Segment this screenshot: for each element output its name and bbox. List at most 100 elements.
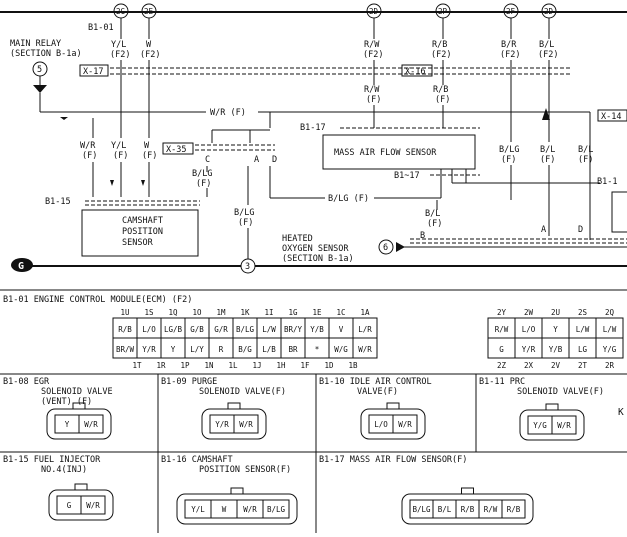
svg-text:OXYGEN SENSOR: OXYGEN SENSOR	[282, 244, 349, 254]
ecm-pin-label: 1B	[348, 361, 358, 370]
connector-pin: R/B	[461, 505, 475, 514]
ecm-cell: W/G	[334, 345, 348, 354]
tag-x16	[401, 64, 433, 77]
svg-text:(F): (F)	[501, 155, 516, 165]
connector-latch	[74, 483, 88, 491]
ecm-pin-label: 1M	[216, 308, 226, 317]
svg-text:(F2): (F2)	[110, 50, 130, 60]
b101-top-label: B1-01	[88, 23, 114, 33]
wr-feed: W/R (F)	[40, 108, 591, 240]
tag-x14	[597, 109, 627, 122]
ecm-pin-label: 1S	[144, 308, 154, 317]
connector-title: SOLENOID VALVE	[41, 387, 113, 397]
svg-text:(F): (F)	[196, 179, 211, 189]
ecm-pin-label: 1F	[300, 361, 310, 370]
ecm-cell: Y	[553, 325, 558, 334]
ecm-cell: L/O	[522, 325, 536, 334]
ground-line: G 3	[11, 258, 627, 274]
connector-latch	[227, 402, 241, 410]
svg-text:B/LG: B/LG	[234, 208, 254, 218]
maf-sensor-box	[322, 134, 476, 170]
ecm-cell: G/B	[190, 325, 204, 334]
ecm-pin-label: 1T	[132, 361, 142, 370]
connector-title: B1-11 PRC	[479, 377, 525, 387]
x35-junction: X-35 C A D B/LG (F) B/LG (F)	[162, 129, 325, 259]
connector-pin: G	[67, 501, 72, 510]
ecm-pin-label: 2R	[605, 361, 615, 370]
svg-text:(F): (F)	[578, 155, 593, 165]
connector-title: NO.4(INJ)	[41, 465, 87, 475]
connector-pins	[409, 499, 526, 519]
svg-text:2G: 2G	[116, 7, 126, 16]
svg-text:B1~17: B1~17	[394, 171, 420, 181]
svg-text:R/W: R/W	[364, 40, 380, 50]
top-wires	[120, 18, 550, 142]
top-wire-labels: Y/L (F2) W (F2) R/W (F2) R/B (F2) B/R (F…	[110, 40, 558, 60]
connector-pin: Y/L	[191, 505, 205, 514]
connector-title: B1-17 MASS AIR FLOW SENSOR(F)	[319, 455, 467, 465]
ecm-cell: B/G	[238, 345, 252, 354]
svg-text:MAIN RELAY: MAIN RELAY	[10, 39, 61, 49]
connector-title: (VENT) (F)	[41, 397, 92, 407]
ecm-pin-label: 1U	[120, 308, 129, 317]
ecm-cell: Y/R	[142, 345, 156, 354]
svg-text:5: 5	[37, 65, 42, 75]
connector-pin: W/R	[557, 421, 571, 430]
connector-pin: W/R	[239, 420, 253, 429]
camshaft-sensor-box	[81, 209, 199, 257]
svg-text:(F): (F)	[82, 151, 97, 161]
connector-latch	[230, 487, 244, 495]
connector-pin: W/R	[84, 420, 98, 429]
svg-text:(F): (F)	[366, 95, 381, 105]
connector-latch	[545, 403, 559, 411]
ecm-cell: *	[315, 345, 320, 354]
svg-text:(F2): (F2)	[538, 50, 558, 60]
ecm-pin-label: 2U	[551, 308, 560, 317]
connector-latch	[72, 402, 86, 410]
svg-text:(F): (F)	[435, 95, 450, 105]
svg-text:Y/L: Y/L	[111, 40, 126, 50]
connector-pin: Y/G	[533, 421, 547, 430]
ecm-cell: BR/W	[116, 345, 135, 354]
svg-text:B1-1: B1-1	[597, 177, 617, 187]
svg-text:X-16: X-16	[405, 67, 425, 77]
ecm-pin-label: 2W	[524, 308, 534, 317]
svg-text:(F2): (F2)	[140, 50, 160, 60]
svg-text:X-17: X-17	[83, 67, 103, 77]
svg-text:2P: 2P	[438, 7, 448, 16]
ecm-pin-label: 1I	[264, 308, 273, 317]
svg-text:B/LG: B/LG	[192, 169, 212, 179]
svg-text:(F): (F)	[113, 151, 128, 161]
maf-upper-labels: R/W (F) R/B (F)	[364, 85, 450, 105]
ecm-pin-label: 1P	[180, 361, 190, 370]
ecm-cell: Y/B	[310, 325, 324, 334]
svg-text:G: G	[18, 261, 24, 272]
relay-arrow-icon	[33, 85, 47, 93]
ecm-pin-label: 1L	[228, 361, 238, 370]
svg-text:(F2): (F2)	[431, 50, 451, 60]
connector-band-upper: X-17 X-16 X-14	[79, 64, 627, 122]
ecm-cell: L/W	[576, 325, 590, 334]
connector-pin: B/LG	[267, 505, 286, 514]
svg-text:C: C	[205, 155, 210, 165]
connector-pin: W/R	[243, 505, 257, 514]
svg-text:3: 3	[245, 262, 250, 272]
svg-text:(SECTION B-1a): (SECTION B-1a)	[10, 49, 82, 59]
ecm-pin-label: 1H	[276, 361, 286, 370]
ho2s-arrow-icon	[396, 242, 405, 252]
tag-x17	[79, 64, 109, 77]
ecm-cell: R/W	[495, 325, 509, 334]
svg-text:B/L: B/L	[425, 209, 440, 219]
ecm-cell: Y	[171, 345, 176, 354]
ecm-pin-label: 2V	[551, 361, 561, 370]
ecm-cell: B/LG	[236, 325, 255, 334]
ecm-cell: R	[219, 345, 224, 354]
connector-title: B1-16 CAMSHAFT	[161, 455, 233, 465]
ecm-pin-label: 2X	[524, 361, 534, 370]
svg-text:2F: 2F	[506, 7, 516, 16]
